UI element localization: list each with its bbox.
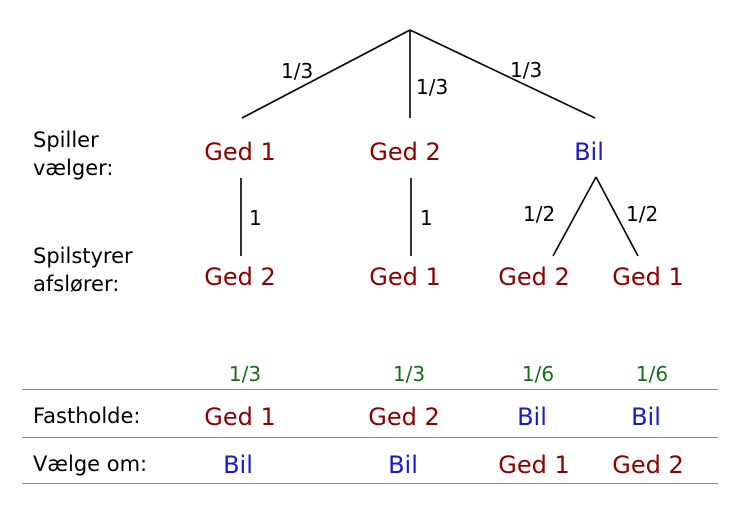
node-player-goat1: Ged 1	[204, 138, 276, 166]
row-label-player-line2: vælger:	[33, 156, 114, 180]
prob-car-right: 1/2	[626, 202, 659, 226]
node-player-car: Bil	[574, 138, 604, 166]
row-label-player-line1: Spiller	[33, 128, 99, 152]
node-player-goat2: Ged 2	[369, 138, 441, 166]
row-label-switch: Vælge om:	[33, 452, 148, 476]
node-host-reveal-c: Ged 2	[498, 263, 570, 291]
prob-root-mid: 1/3	[416, 75, 449, 99]
node-host-reveal-d: Ged 1	[612, 263, 684, 291]
table-rule-top	[22, 389, 718, 390]
prob-goat2-host: 1	[420, 206, 433, 230]
prob-goat1-host: 1	[249, 206, 262, 230]
row-label-host-line1: Spilstyrer	[33, 244, 133, 268]
outcome-prob-1: 1/3	[228, 362, 262, 386]
prob-car-left: 1/2	[523, 202, 556, 226]
node-host-reveal-b: Ged 1	[369, 263, 441, 291]
branch-root-to-goat1	[241, 29, 411, 119]
prob-root-left: 1/3	[281, 59, 314, 83]
switch-outcome-2: Bil	[388, 451, 418, 479]
switch-outcome-1: Bil	[223, 451, 253, 479]
outcome-prob-2: 1/3	[392, 362, 426, 386]
table-rule-middle	[22, 437, 718, 438]
row-label-keep: Fastholde:	[33, 404, 141, 428]
keep-outcome-3: Bil	[517, 403, 547, 431]
switch-outcome-4: Ged 2	[612, 451, 684, 479]
keep-outcome-1: Ged 1	[204, 403, 276, 431]
outcome-prob-4: 1/6	[635, 362, 669, 386]
keep-outcome-2: Ged 2	[368, 403, 440, 431]
outcome-prob-3: 1/6	[521, 362, 555, 386]
keep-outcome-4: Bil	[631, 403, 661, 431]
row-label-host-line2: afslører:	[33, 272, 120, 296]
branch-car-to-goat1	[595, 176, 639, 257]
node-host-reveal-a: Ged 2	[204, 263, 276, 291]
branch-car-to-goat2	[552, 176, 597, 257]
table-rule-bottom	[22, 483, 718, 484]
prob-root-right: 1/3	[510, 58, 543, 82]
switch-outcome-3: Ged 1	[498, 451, 570, 479]
branch-root-to-car	[409, 29, 596, 119]
